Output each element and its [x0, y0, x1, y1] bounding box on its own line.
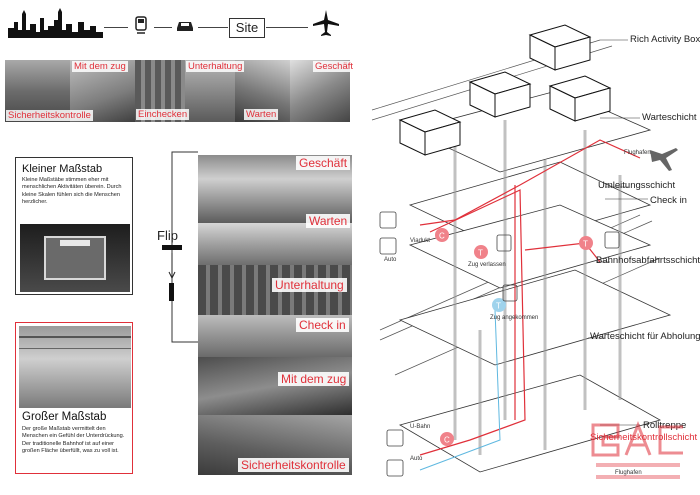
layer-label-bahnhofsabfahrtsschicht: Bahnhofsabfahrtsschicht: [596, 255, 700, 266]
train-icon-mid: [496, 234, 512, 252]
red-route-upper: [419, 139, 641, 226]
diagram-label-auto-top: Auto: [384, 257, 397, 263]
train-icon-blue: [502, 284, 518, 302]
activity-box-3-side: [574, 87, 611, 122]
photo-strip-1: [5, 60, 70, 122]
strip-label-warten: Warten: [244, 109, 279, 120]
large-scale-text: Der große Maßstab vermittelt den Mensche…: [22, 426, 125, 455]
layer-label-check-in: Check in: [650, 195, 687, 206]
diagram-plane-icon: [650, 148, 678, 171]
right-label-sicherheitskontrolle: Sicherheitskontrolle: [238, 458, 349, 472]
car-icon: [177, 22, 193, 31]
arrow-down-icon: [168, 253, 176, 279]
diagram-label-flughafen-bottom: Flughafen: [615, 470, 642, 476]
route-marker-c-bottom: C: [440, 432, 454, 446]
svg-text:C: C: [439, 232, 445, 241]
station-axonometric-diagram: C T T T C: [371, 24, 678, 477]
metro-icon-bottom: [386, 429, 404, 447]
right-photo-5: [198, 357, 352, 415]
flip-label: Flip: [157, 228, 178, 243]
small-scale-photo: [20, 224, 130, 292]
top-line-2: [154, 27, 172, 28]
layer-plate-departure: [408, 204, 652, 289]
right-label-check-in: Check in: [296, 318, 349, 332]
large-scale-photo: [19, 326, 131, 408]
activity-box-2-side: [494, 83, 531, 118]
top-line-4: [266, 27, 308, 28]
diagram-label-zug-verlassen: Zug verlassen: [468, 262, 506, 268]
small-scale-title: Kleiner Maßstab: [22, 163, 103, 175]
top-line-1: [104, 27, 128, 28]
strip-label-einchecken: Einchecken: [136, 109, 190, 120]
strip-label-geschaeft: Geschäft: [313, 61, 356, 72]
right-photo-2: [198, 223, 352, 265]
plane-icon: [313, 10, 339, 36]
top-line-3: [198, 27, 228, 28]
right-label-warten: Warten: [306, 214, 351, 228]
route-marker-t-right: T: [579, 236, 593, 250]
svg-text:C: C: [444, 436, 450, 445]
diagram-label-flughafen: Flughafen: [624, 150, 651, 156]
watermark-logo: [591, 420, 683, 479]
activity-box-4-side: [424, 121, 461, 156]
right-label-geschaeft: Geschäft: [296, 156, 351, 170]
right-label-unterhaltung: Unterhaltung: [272, 278, 347, 292]
flip-bar-vertical: [169, 283, 174, 301]
route-marker-c: C: [435, 228, 449, 242]
car-icon-top: [379, 211, 397, 229]
diagram-label-zug-angekommen: Zug angekommen: [490, 315, 539, 321]
route-marker-t-blue: T: [492, 298, 506, 312]
small-scale-text: Kleine Maßstäbe stimmen eher mit menschl…: [22, 177, 122, 206]
large-scale-card: Großer Maßstab Der große Maßstab vermitt…: [15, 322, 133, 474]
diagram-label-auto-bottom: Auto: [410, 456, 423, 462]
svg-text:T: T: [496, 302, 501, 311]
route-marker-t-left: T: [474, 245, 488, 259]
flip-bar-horizontal: [162, 245, 182, 250]
small-scale-card: Kleiner Maßstab Kleine Maßstäbe stimmen …: [15, 157, 133, 295]
strip-label-mit-dem-zug: Mit dem zug: [72, 61, 128, 72]
layer-label-warteschicht-abholung: Warteschicht für Abholung: [590, 331, 700, 342]
site-label: Site: [229, 18, 265, 38]
activity-box-1-side: [554, 36, 591, 71]
red-route-main: [419, 189, 526, 456]
svg-text:T: T: [478, 249, 483, 258]
diagram-label-viadukt: Viadukt: [410, 238, 430, 244]
train-icon-right: [604, 231, 620, 249]
svg-text:T: T: [583, 240, 588, 249]
strip-label-sicherheitskontrolle: Sicherheitskontrolle: [6, 110, 93, 121]
train-icon: [135, 16, 147, 34]
layer-plate-security: [398, 374, 662, 473]
strip-label-unterhaltung: Unterhaltung: [186, 61, 245, 72]
bus-icon-bottom: [386, 459, 404, 477]
layer-label-warteschicht: Warteschicht: [642, 112, 697, 123]
bus-icon-top: [379, 237, 397, 255]
layer-label-umleitungsschicht: Umleitungsschicht: [598, 180, 676, 191]
large-scale-title: Großer Maßstab: [22, 411, 107, 423]
diagram-label-u-bahn: U-Bahn: [410, 424, 431, 430]
blue-route: [419, 309, 501, 471]
skyline-icon: [8, 8, 103, 38]
layer-label-rich-activity-box: Rich Activity Box: [630, 34, 700, 45]
right-label-mit-dem-zug: Mit dem zug: [278, 372, 350, 386]
